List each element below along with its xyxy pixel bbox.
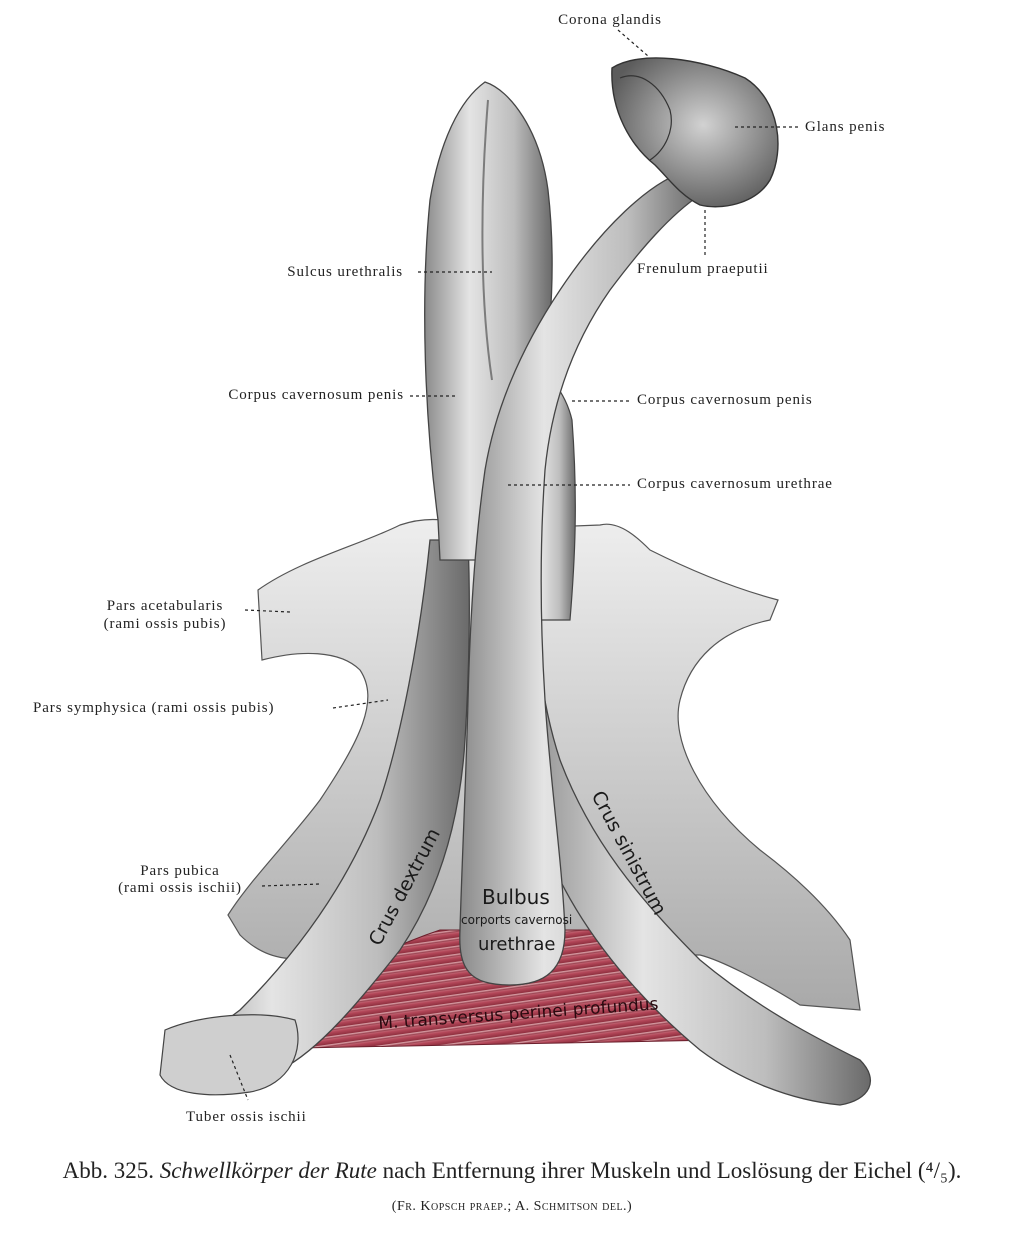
- label-corona-glandis: Corona glandis: [558, 12, 662, 28]
- on-image-bulbus-corporis: corports cavernosi: [461, 913, 573, 927]
- caption-italic: Schwellkörper der Rute: [159, 1158, 377, 1183]
- on-image-bulbus: Bulbus: [482, 885, 550, 909]
- label-pars-symphysica: Pars symphysica (rami ossis pubis): [33, 700, 275, 716]
- label-corpus-cavernosum-penis-right: Corpus cavernosum penis: [637, 392, 813, 408]
- tuber-ossis-ischii-shape: [159, 1014, 299, 1096]
- label-pars-pubica-1: Pars pubica: [140, 863, 220, 879]
- credit-text: (Fr. Kopsch praep.; A. Schmitson del.): [391, 1199, 633, 1214]
- label-corpus-cavernosum-urethrae: Corpus cavernosum urethrae: [637, 476, 833, 492]
- label-pars-acetabularis-2: (rami ossis pubis): [103, 616, 227, 632]
- figure-credit: (Fr. Kopsch praep.; A. Schmitson del.): [0, 1199, 1024, 1215]
- label-glans-penis: Glans penis: [805, 119, 886, 135]
- label-frenulum-praeputii: Frenulum praeputii: [637, 261, 769, 277]
- label-pars-acetabularis-1: Pars acetabularis: [106, 598, 224, 614]
- leader-lines: [229, 29, 800, 1101]
- on-image-bulbus-urethrae: urethrae: [478, 934, 556, 955]
- glans-penis-shape: [611, 57, 779, 208]
- label-sulcus-urethralis: Sulcus urethralis: [287, 264, 403, 280]
- label-tuber-ossis-ischii: Tuber ossis ischii: [186, 1109, 307, 1125]
- figure-caption: Abb. 325. Schwellkörper der Rute nach En…: [0, 1158, 1024, 1184]
- corpus-cavernosum-urethrae-shape: [459, 169, 701, 986]
- caption-prefix: Abb. 325.: [62, 1158, 154, 1183]
- label-pars-pubica-2: (rami ossis ischii): [118, 880, 242, 896]
- label-corpus-cavernosum-penis-left: Corpus cavernosum penis: [228, 387, 404, 403]
- caption-rest: nach Entfernung ihrer Muskeln und Loslös…: [382, 1158, 962, 1183]
